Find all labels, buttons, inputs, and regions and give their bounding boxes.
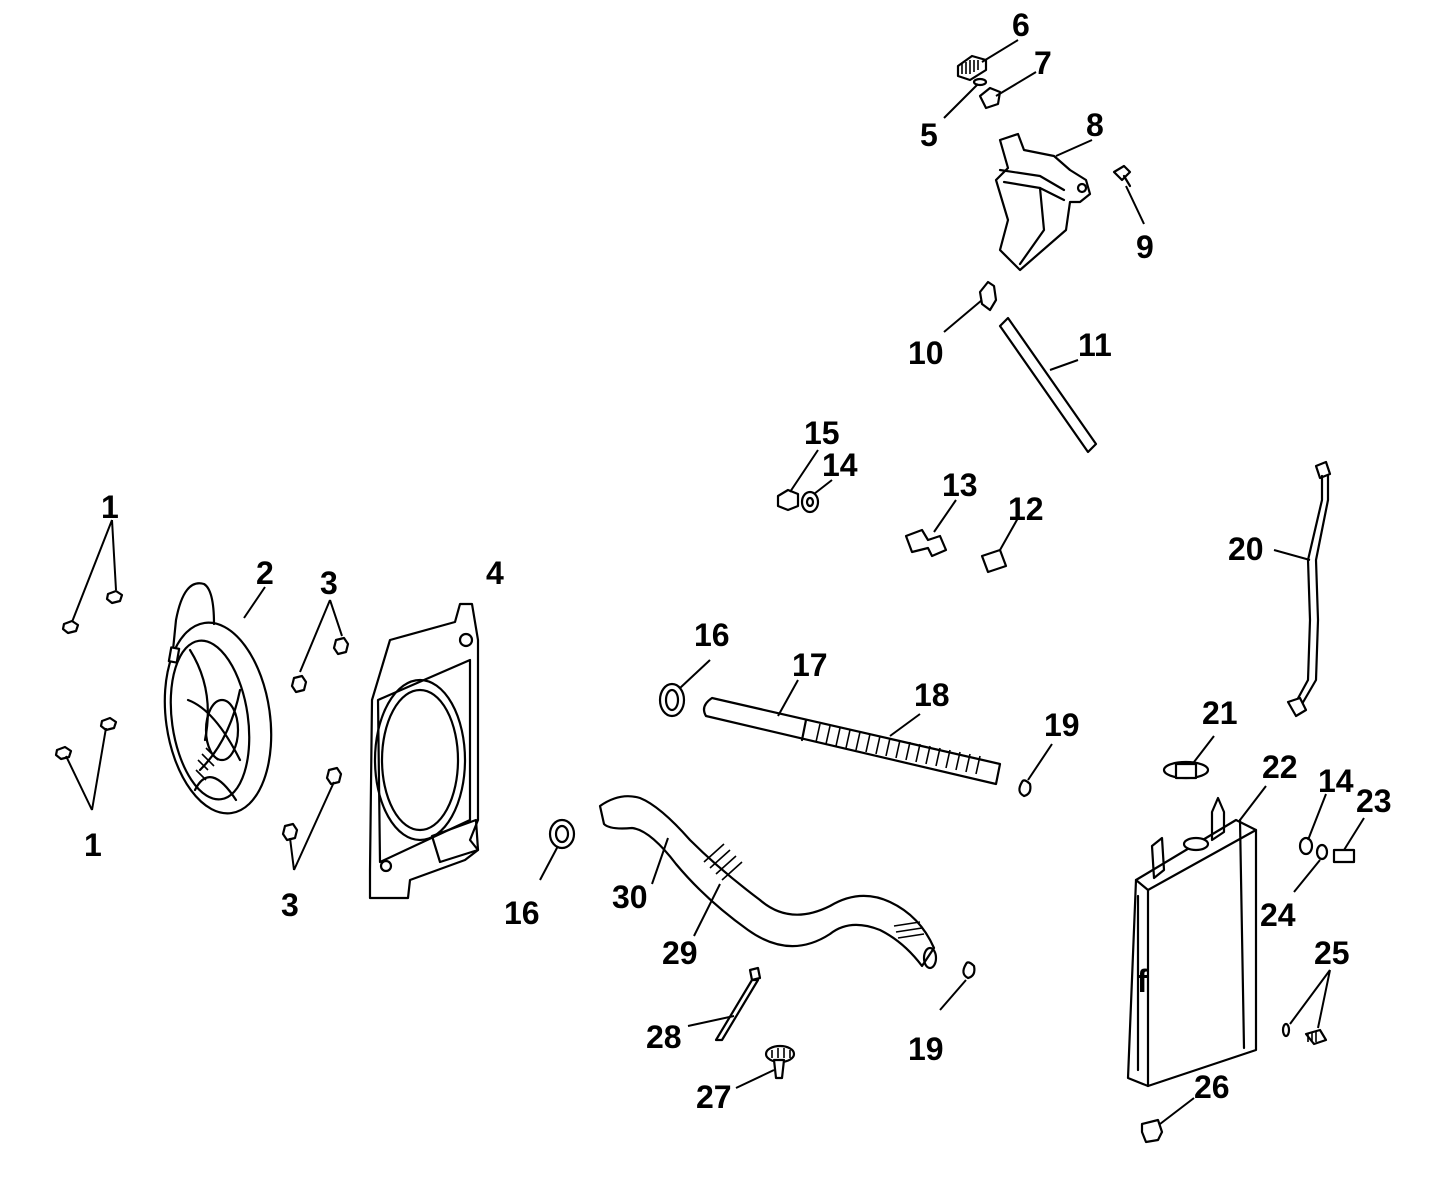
radiator-mark: f <box>1137 963 1148 999</box>
callout-20: 20 <box>1228 531 1264 567</box>
callout-30: 30 <box>612 879 648 915</box>
callout-16-bottom: 16 <box>504 895 540 931</box>
part-19-clips <box>939 743 1053 1011</box>
callout-1-top: 1 <box>101 489 119 525</box>
part-2-fan-assembly <box>163 582 273 815</box>
callout-labels: 1 1 2 3 3 4 5 6 7 8 9 10 11 12 13 14 14 … <box>84 7 1392 1115</box>
callout-12: 12 <box>1008 491 1044 527</box>
callout-3-top: 3 <box>320 565 338 601</box>
part-28-tie-strap <box>687 966 762 1042</box>
callout-14-top: 14 <box>822 447 858 483</box>
callout-9: 9 <box>1136 229 1154 265</box>
callout-26: 26 <box>1194 1069 1230 1105</box>
callout-13: 13 <box>942 467 978 503</box>
part-23-24-bolt-washers <box>1293 793 1365 893</box>
callout-25: 25 <box>1314 935 1350 971</box>
part-10-fitting <box>943 280 998 333</box>
part-8-coolant-reservoir <box>994 132 1093 272</box>
callout-3-bottom: 3 <box>281 887 299 923</box>
callout-10: 10 <box>908 335 944 371</box>
part-5-6-7-cap <box>943 39 1037 119</box>
part-11-overflow-tube <box>998 316 1098 454</box>
callout-27: 27 <box>696 1079 732 1115</box>
part-14-15-nut-washer <box>776 449 833 514</box>
callout-15: 15 <box>804 415 840 451</box>
part-29-30-lower-hose <box>598 795 938 970</box>
callout-24: 24 <box>1260 897 1296 933</box>
callout-7: 7 <box>1034 45 1052 81</box>
callout-5: 5 <box>920 117 938 153</box>
callout-18: 18 <box>914 677 950 713</box>
part-4-fan-shroud <box>368 602 480 900</box>
part-17-18-upper-hose <box>702 679 1002 786</box>
callout-23: 23 <box>1356 783 1392 819</box>
part-9-screw <box>1112 164 1145 225</box>
part-16-hose-clamps <box>539 659 711 881</box>
callout-28: 28 <box>646 1019 682 1055</box>
callout-8: 8 <box>1086 107 1104 143</box>
part-12-sleeve <box>980 517 1019 574</box>
part-25-drain-bolt <box>1281 969 1331 1046</box>
callout-16-top: 16 <box>694 617 730 653</box>
part-1-screws <box>54 519 124 811</box>
part-13-grommet <box>904 499 957 558</box>
callout-14-right: 14 <box>1318 763 1354 799</box>
callout-22: 22 <box>1262 749 1298 785</box>
callout-29: 29 <box>662 935 698 971</box>
part-20-sensor-wire <box>1273 460 1332 718</box>
part-22-radiator: f <box>1126 785 1267 1088</box>
callout-1-bottom: 1 <box>84 827 102 863</box>
part-27-push-clip <box>735 1044 796 1089</box>
part-26-plug <box>1140 1097 1195 1144</box>
part-3-bolts <box>281 599 350 871</box>
callout-11: 11 <box>1078 327 1112 363</box>
callout-2: 2 <box>256 555 274 591</box>
callout-4: 4 <box>486 555 504 591</box>
callout-17: 17 <box>792 647 828 683</box>
callout-19-bottom: 19 <box>908 1031 944 1067</box>
callout-19-top: 19 <box>1044 707 1080 743</box>
callout-6: 6 <box>1012 7 1030 43</box>
part-21-radiator-cap <box>1162 735 1215 780</box>
callout-21: 21 <box>1202 695 1238 731</box>
